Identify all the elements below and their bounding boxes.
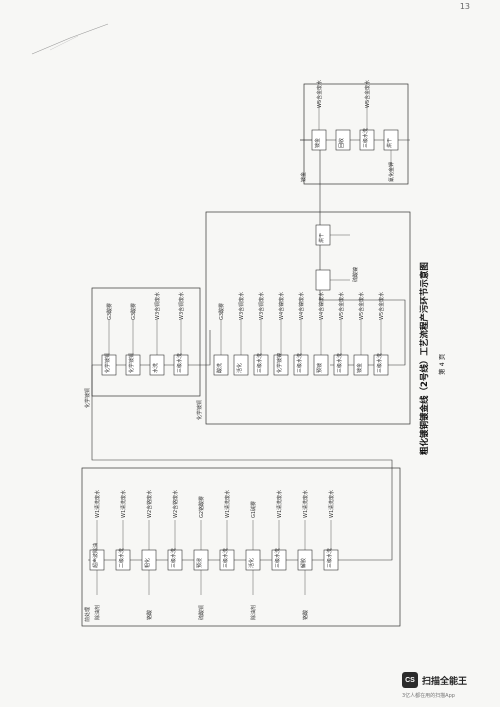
scanner-logo-icon: CS [402, 672, 418, 688]
flow1-input-2: 铬酸 [147, 609, 153, 620]
flow1-input-1: 除油剂 [95, 604, 101, 620]
section-label-plating: 镀金 [301, 171, 307, 182]
pen-scribble-mark [31, 23, 109, 55]
flow3-emission-5: W4含镍废水 [299, 291, 305, 320]
section-label-chemical-a: 化学镀铜 [85, 387, 91, 408]
flow3-emission-1: G3酸雾 [219, 302, 225, 320]
flow3-step-3: 三级水洗 [257, 352, 263, 373]
document-title: 粗化镀铜镀金线（2号线）工艺流程产污环节示意图 [420, 262, 430, 455]
flow3-emission-3: W3含铜废水 [259, 291, 265, 320]
flow2-emission-3: W3含铜废水 [155, 291, 161, 320]
flow3-step-4: 化学镀镍 [277, 352, 283, 373]
flow1-emission-5: G2铬酸雾 [199, 495, 205, 518]
flow1-input-3: 硫酸铜 [199, 604, 205, 620]
flow4-input-1: 氰化金钾 [389, 161, 395, 182]
flow1-step-1: 超声波除油 [93, 542, 99, 568]
flow1-step-7: 活化 [249, 557, 255, 568]
flow1-step-8: 三级水洗 [275, 547, 281, 568]
flow3-step-7: 三级水洗 [337, 352, 343, 373]
flow3-boxes [213, 224, 389, 376]
flow4-emission-2: W5含金废水 [365, 79, 371, 108]
flow3-step-9: 三级水洗 [377, 352, 383, 373]
flow1-emission-9: W1清洗废水 [303, 489, 309, 518]
scanner-app-name: 扫描全能王 [422, 676, 468, 687]
flow1-step-5: 预浸 [197, 557, 203, 568]
flow1-emission-10: W1清洗废水 [329, 489, 335, 518]
flow1-emission-8: W1清洗废水 [277, 489, 283, 518]
flow3-emission-4: W4含镍废水 [279, 291, 285, 320]
flow1-input-4: 除油剂 [251, 604, 257, 620]
flow1-step-4: 三级水洗 [171, 547, 177, 568]
flow3-step-10: 烘干 [319, 232, 325, 243]
flow3-emission-9: W5含金废水 [379, 291, 385, 320]
flow2-step-2: 化学镀铜 [129, 352, 135, 373]
flow2-emission-1: G3酸雾 [107, 302, 113, 320]
flow3-emission-8: W5含金废水 [359, 291, 365, 320]
flow4-step-4: 烘干 [387, 137, 393, 148]
flow1-emission-4: W2含铬废水 [173, 489, 179, 518]
flow4-boxes [311, 129, 399, 151]
section-pretreatment-frame [81, 467, 401, 627]
flow1-emission-3: W2含铬废水 [147, 489, 153, 518]
section-chemical-a-frame [91, 287, 201, 397]
flow1-step-2: 二级水洗 [119, 547, 125, 568]
flow4-step-3: 三级水洗 [363, 127, 369, 148]
flow1-step-3: 粗化 [145, 557, 151, 568]
flow3-input-1: 硫酸镍 [353, 266, 359, 282]
flow1-input-5: 铬酸 [303, 609, 309, 620]
flow2-emission-2: G3酸雾 [131, 302, 137, 320]
flow1-step-6: 三级水洗 [223, 547, 229, 568]
flow3-step-8: 镀金 [357, 362, 363, 373]
flow1-emission-2: W1清洗废水 [121, 489, 127, 518]
section-plating-frame [303, 83, 409, 185]
flow2-step-4: 三级水洗 [177, 352, 183, 373]
flow1-step-9: 解胶 [301, 557, 307, 568]
section-chemical-b-frame [205, 211, 411, 425]
flow1-step-10: 三级水洗 [327, 547, 333, 568]
flow3-step-5: 三级水洗 [297, 352, 303, 373]
flow1-emission-6: W1清洗废水 [225, 489, 231, 518]
section-label-chemical-b: 化学镀铜 [197, 399, 203, 420]
flow3-step-2: 活化 [237, 362, 243, 373]
flow4-emission-1: W5含金废水 [317, 79, 323, 108]
page-number: 13 [459, 2, 470, 11]
flow2-step-1: 化学镀铜 [105, 352, 111, 373]
flow1-emission-7: G1碱雾 [251, 500, 257, 518]
document-page-label: 第 4 页 [438, 353, 446, 375]
flow3-emission-2: W3含铜废水 [239, 291, 245, 320]
flow4-step-2: 回收 [339, 137, 345, 148]
flow3-step-1: 酸洗 [217, 362, 223, 373]
flow1-emission-1: W1清洗废水 [95, 489, 101, 518]
flow3-step-6: 预镀 [317, 362, 323, 373]
flow1-boxes [89, 549, 339, 571]
flow3-emission-6: W4含镍废水 [319, 291, 325, 320]
flow2-emission-4: W3含铜废水 [179, 291, 185, 320]
flow4-step-1: 镀金 [315, 137, 321, 148]
flow3-emission-7: W5含金废水 [339, 291, 345, 320]
scanner-app-logo: CS 扫描全能王 [402, 672, 467, 688]
section-label-pretreatment: 前处理 [85, 606, 91, 622]
scanner-app-tagline: 3亿人都在用的扫描App [402, 693, 455, 699]
flow2-step-3: 水洗 [153, 362, 159, 373]
